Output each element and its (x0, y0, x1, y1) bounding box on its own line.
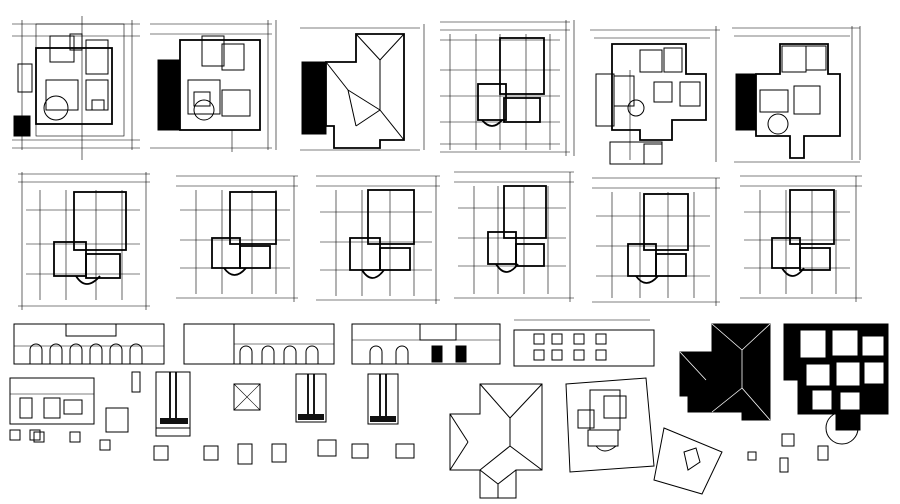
column-layout-plan-3 (176, 175, 298, 302)
section-detail-4 (351, 373, 415, 459)
column-layout-plan-2 (18, 172, 150, 310)
section-detail-1 (153, 371, 191, 461)
roof-plan-3 (449, 383, 543, 499)
floor-plan-2 (150, 20, 277, 152)
elevation-3 (351, 323, 501, 365)
column-layout-plan-7 (740, 175, 862, 302)
roof-plan-1 (300, 24, 425, 151)
section-detail-2 (203, 383, 287, 465)
elevation-2 (183, 323, 335, 365)
site-plan (565, 377, 655, 473)
column-layout-plan-4 (316, 175, 440, 304)
furniture-plan-1 (590, 26, 720, 165)
column-layout-plan-8 (783, 323, 889, 445)
furniture-plan-2 (9, 377, 129, 443)
section-detail-3 (295, 373, 337, 457)
floor-plan-3 (732, 26, 861, 163)
elevation-4 (513, 319, 655, 367)
floor-plan-1 (12, 16, 140, 160)
column-layout-plan-1 (440, 20, 575, 156)
elevation-1 (13, 323, 165, 365)
small-detail-group (9, 371, 829, 473)
column-layout-plan-5 (454, 171, 574, 302)
roof-plan-2 (679, 323, 771, 421)
small-site-plan (653, 427, 723, 495)
column-layout-plan-6 (592, 177, 720, 306)
